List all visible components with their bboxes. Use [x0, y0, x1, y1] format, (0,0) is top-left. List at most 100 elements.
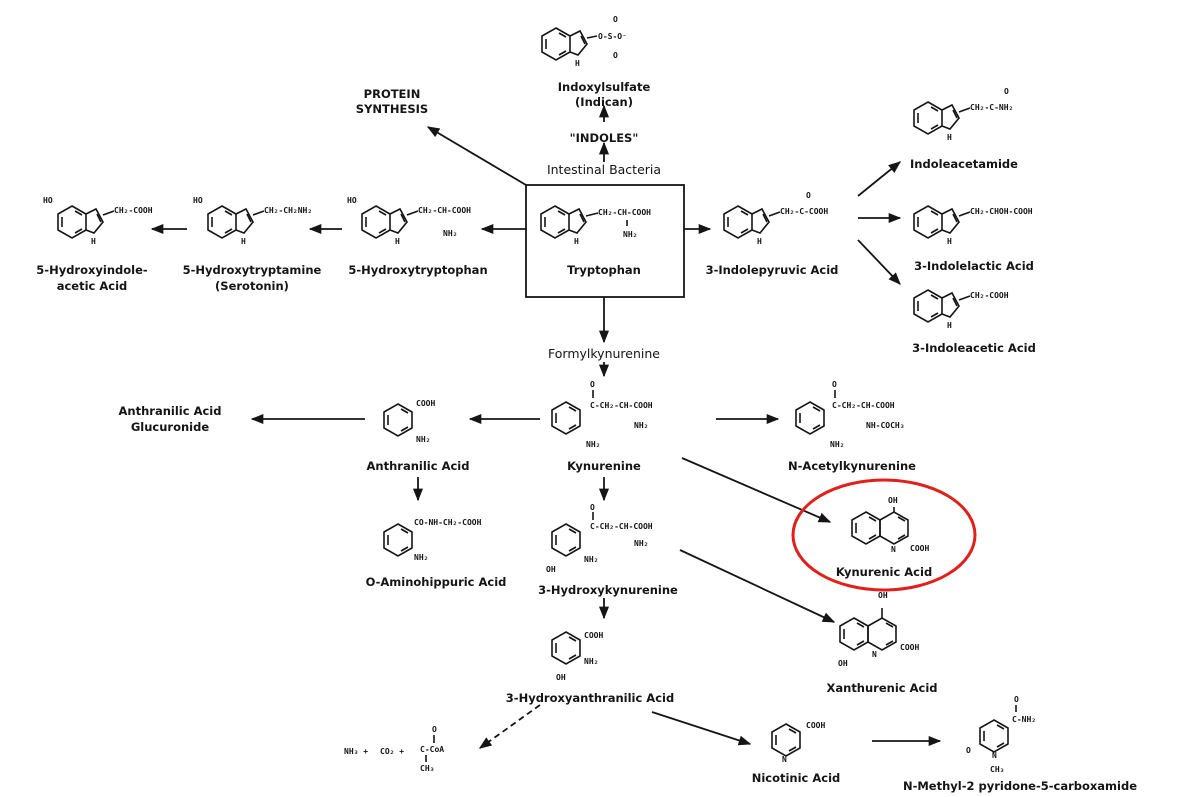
pyridone-ch3: CH₃ [990, 765, 1004, 774]
serotonin-alt-label: (Serotonin) [215, 279, 289, 293]
pyridone-o-ring: O [966, 746, 971, 755]
protein-synthesis-label-1: PROTEIN [364, 87, 421, 101]
hiaa-ho: HO [43, 196, 53, 205]
acetylkynurenine-nh2: NH₂ [830, 440, 844, 449]
serotonin-nh: H [241, 237, 246, 246]
indolepyruvic-sidechain: CH₂-C-COOH [780, 207, 828, 216]
indoxylsulfate-formula: O-S-O⁻ [598, 32, 627, 41]
indican-label: (Indican) [575, 95, 633, 109]
hydroxykynurenine-o: O [590, 503, 595, 512]
serotonin-structure: HO CH₂-CH₂NH₂ H 5-Hydroxytryptamine (Ser… [183, 196, 322, 293]
acetylkynurenine-o: O [832, 380, 837, 389]
hiaa-structure: HO CH₂-COOH H 5-Hydroxyindole- acetic Ac… [36, 196, 152, 293]
xanthurenic-n: N [872, 650, 877, 659]
breakdown-products: NH₃ + CO₂ + O C-CoA CH₃ [344, 725, 444, 773]
xanthurenic-structure: OH N COOH OH Xanthurenic Acid [827, 591, 938, 695]
xanthurenic-oh-bot: OH [838, 659, 848, 668]
hydroxyanthranilic-structure: COOH NH₂ OH 3-Hydroxyanthranilic Acid [506, 631, 674, 705]
hydroxytryptophan-nh: H [395, 237, 400, 246]
formylkynurenine-label: Formylkynurenine [548, 346, 660, 361]
nh3-label: NH₃ + [344, 747, 368, 756]
coa-label: C-CoA [420, 745, 444, 754]
indoleacetamide-sidechain: CH₂-C-NH₂ [970, 103, 1013, 112]
indoxylsulfate-o-top: O [613, 15, 618, 24]
hydroxykynurenine-label: 3-Hydroxykynurenine [538, 583, 678, 597]
kynurenic-label: Kynurenic Acid [836, 565, 932, 579]
nicotinic-label: Nicotinic Acid [752, 771, 841, 785]
kynurenic-cooh: COOH [910, 544, 929, 553]
kynurenine-nh2-ring: NH₂ [586, 440, 600, 449]
indoleacetic-sidechain: CH₂-COOH [970, 291, 1009, 300]
xanthurenic-label: Xanthurenic Acid [827, 681, 938, 695]
kynurenine-nh2-chain: NH₂ [634, 421, 648, 430]
indolepyruvic-o: O [806, 191, 811, 200]
indoleacetic-nh: H [947, 321, 952, 330]
acetylkynurenine-structure: O C-CH₂-CH-COOH NH-COCH₃ NH₂ N-Acetylkyn… [788, 380, 916, 473]
aminohippuric-label: O-Aminohippuric Acid [366, 575, 507, 589]
xanthurenic-cooh: COOH [900, 643, 919, 652]
hiaa-label-2: acetic Acid [57, 279, 128, 293]
hydroxytryptophan-nh2: NH₂ [443, 229, 457, 238]
indoleacetic-label: 3-Indoleacetic Acid [912, 341, 1036, 355]
hydroxytryptophan-sidechain: CH₂-CH-COOH [418, 206, 471, 215]
coa-o-label: O [432, 725, 437, 734]
aminohippuric-structure: CO-NH-CH₂-COOH NH₂ O-Aminohippuric Acid [366, 518, 507, 589]
pyridone-o-amide: O [1014, 695, 1019, 704]
indoxylsulfate-label: Indoxylsulfate [558, 80, 651, 94]
xanthurenic-oh-top: OH [878, 591, 888, 600]
tryptophan-label: Tryptophan [567, 263, 641, 277]
serotonin-label: 5-Hydroxytryptamine [183, 263, 322, 277]
acetylkynurenine-label: N-Acetylkynurenine [788, 459, 916, 473]
hydroxykynurenine-oh: OH [546, 565, 556, 574]
anthranilic-label: Anthranilic Acid [367, 459, 470, 473]
hiaa-label-1: 5-Hydroxyindole- [36, 263, 148, 277]
tryptophan-box: CH₂-CH-COOH NH₂ H Tryptophan [525, 184, 685, 298]
aminohippuric-sidechain: CO-NH-CH₂-COOH [414, 518, 482, 527]
hydroxytryptophan-structure: HO CH₂-CH-COOH NH₂ H 5-Hydroxytryptophan [347, 196, 488, 277]
serotonin-ho: HO [193, 196, 203, 205]
acetylkynurenine-sub: NH-COCH₃ [866, 421, 905, 430]
protein-synthesis-label-2: SYNTHESIS [356, 102, 428, 116]
serotonin-sidechain: CH₂-CH₂NH₂ [264, 206, 312, 215]
hydroxytryptophan-ho: HO [347, 196, 357, 205]
pyridone-label: N-Methyl-2 pyridone-5-carboxamide [903, 779, 1137, 793]
indolelactic-structure: CH₂-CHOH-COOH H 3-Indolelactic Acid [914, 206, 1034, 273]
hydroxykynurenine-nh2-chain: NH₂ [634, 539, 648, 548]
acetylkynurenine-sidechain: C-CH₂-CH-COOH [832, 401, 895, 410]
kynurenine-sidechain: C-CH₂-CH-COOH [590, 401, 653, 410]
hydroxyanthranilic-label: 3-Hydroxyanthranilic Acid [506, 691, 674, 705]
indoleacetamide-nh: H [947, 133, 952, 142]
hydroxyanthranilic-nh2: NH₂ [584, 657, 598, 666]
anthranilic-cooh: COOH [416, 399, 435, 408]
hydroxykynurenine-sidechain: C-CH₂-CH-COOH [590, 522, 653, 531]
aminohippuric-nh2: NH₂ [414, 553, 428, 562]
indoxylsulfate-o-bot: O [613, 51, 618, 60]
tryptophan-sidechain: CH₂-CH-COOH [598, 208, 651, 217]
hydroxyanthranilic-cooh: COOH [584, 631, 603, 640]
indoleacetamide-structure: O CH₂-C-NH₂ H Indoleacetamide [910, 87, 1018, 171]
kynurenine-label: Kynurenine [567, 459, 641, 473]
nicotinic-n: N [782, 755, 787, 764]
tryptophan-nh2: NH₂ [623, 230, 637, 239]
hydroxyanthranilic-oh: OH [556, 673, 566, 682]
hiaa-nh: H [91, 237, 96, 246]
hydroxytryptophan-label: 5-Hydroxytryptophan [348, 263, 487, 277]
reaction-arrows [150, 104, 942, 749]
kynurenic-oh: OH [888, 496, 898, 505]
anthranilic-structure: COOH NH₂ Anthranilic Acid [367, 399, 470, 473]
nicotinic-cooh: COOH [806, 721, 825, 730]
indoxylsulfate-nh: H [575, 59, 580, 68]
kynurenine-structure: O C-CH₂-CH-COOH NH₂ NH₂ Kynurenine [551, 380, 653, 473]
glucuronide-label-2: Glucuronide [131, 420, 210, 434]
hydroxykynurenine-nh2-ring: NH₂ [584, 555, 598, 564]
indolelactic-nh: H [947, 237, 952, 246]
hiaa-sidechain: CH₂-COOH [114, 206, 153, 215]
indolelactic-sidechain: CH₂-CHOH-COOH [970, 207, 1033, 216]
nicotinic-structure: COOH N Nicotinic Acid [752, 721, 841, 785]
tryptophan-nh: H [574, 237, 579, 246]
kynurenine-o: O [590, 380, 595, 389]
hydroxykynurenine-structure: O C-CH₂-CH-COOH NH₂ NH₂ OH 3-Hydroxykynu… [538, 503, 678, 597]
kynurenic-n: N [891, 545, 896, 554]
indolelactic-label: 3-Indolelactic Acid [914, 259, 1034, 273]
